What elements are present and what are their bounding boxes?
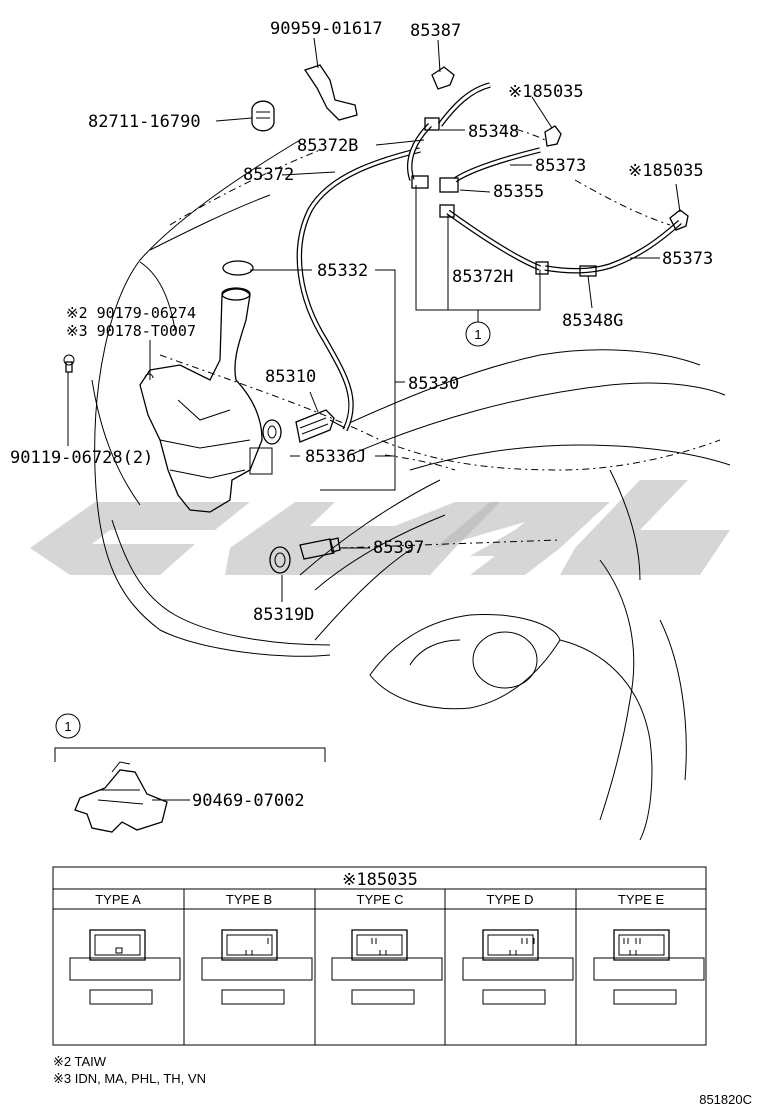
leader-lines [67, 37, 681, 602]
label-85373-upper: 85373 [535, 156, 586, 176]
ref-circle-top: 1 [465, 321, 491, 347]
type-b-label: TYPE B [226, 892, 272, 907]
label-90178-T0007: ※3 90178-T0007 [66, 322, 196, 340]
label-85397: 85397 [373, 538, 424, 558]
label-85310: 85310 [265, 367, 316, 387]
watermark-logo [30, 480, 730, 575]
part-labels: 90959-01617 85387 82711-16790 ※185035 85… [10, 19, 713, 625]
type-c-label: TYPE C [357, 892, 404, 907]
label-85372H: 85372H [452, 267, 513, 287]
detail-1: 1 90469-07002 [54, 713, 326, 833]
check-valve-icon [431, 66, 455, 90]
clip-icon [251, 100, 275, 132]
label-85319D: 85319D [253, 605, 314, 625]
label-85332: 85332 [317, 261, 368, 281]
type-a-label: TYPE A [95, 892, 141, 907]
washer-tank-icon [139, 260, 273, 513]
label-90119-06728: 90119-06728(2) [10, 448, 153, 468]
bracket-icon [303, 64, 358, 121]
washer-nozzle-icon [544, 125, 689, 231]
washer-pump-icon [295, 409, 346, 443]
nozzle-type-c-icon [331, 929, 443, 1005]
nozzle-type-a-icon [69, 929, 181, 1005]
bolt-icon [63, 354, 154, 379]
type-table: ※185035 TYPE A TYPE B TYPE C TYPE D TYPE… [52, 866, 707, 1046]
body-outline [91, 139, 731, 841]
label-85330: 85330 [408, 374, 459, 394]
hose-assembly [296, 82, 682, 432]
label-85348G: 85348G [562, 311, 623, 331]
drawing-code: 851820C [699, 1092, 752, 1107]
nozzle-type-b-icon [201, 929, 313, 1005]
type-d-label: TYPE D [487, 892, 534, 907]
label-85373-lower: 85373 [662, 249, 713, 269]
label-85035-right: ※185035 [628, 161, 704, 181]
label-85035-top: ※185035 [508, 82, 584, 102]
label-90469-07002: 90469-07002 [192, 791, 305, 811]
label-85355: 85355 [493, 182, 544, 202]
type-e-label: TYPE E [618, 892, 665, 907]
label-82711-16790: 82711-16790 [88, 112, 201, 132]
label-85387: 85387 [410, 21, 461, 41]
type-table-header: ※185035 [342, 870, 418, 890]
note-countries: ※3 IDN, MA, PHL, TH, VN [53, 1071, 206, 1086]
note-taiw: ※2 TAIW [53, 1054, 107, 1069]
label-85348: 85348 [468, 122, 519, 142]
label-90959-01617: 90959-01617 [270, 19, 383, 39]
nozzle-type-d-icon [462, 929, 574, 1005]
label-85372B: 85372B [297, 136, 358, 156]
grommet-icon [262, 419, 291, 574]
label-85372: 85372 [243, 165, 294, 185]
label-90179-06274: ※2 90179-06274 [66, 304, 196, 322]
svg-text:1: 1 [64, 719, 71, 734]
nozzle-type-e-icon [593, 929, 705, 1005]
label-85336J: 85336J [305, 447, 366, 467]
svg-text:1: 1 [474, 327, 481, 342]
level-sensor-icon [299, 537, 341, 560]
hose-clamp-icon [74, 761, 168, 833]
